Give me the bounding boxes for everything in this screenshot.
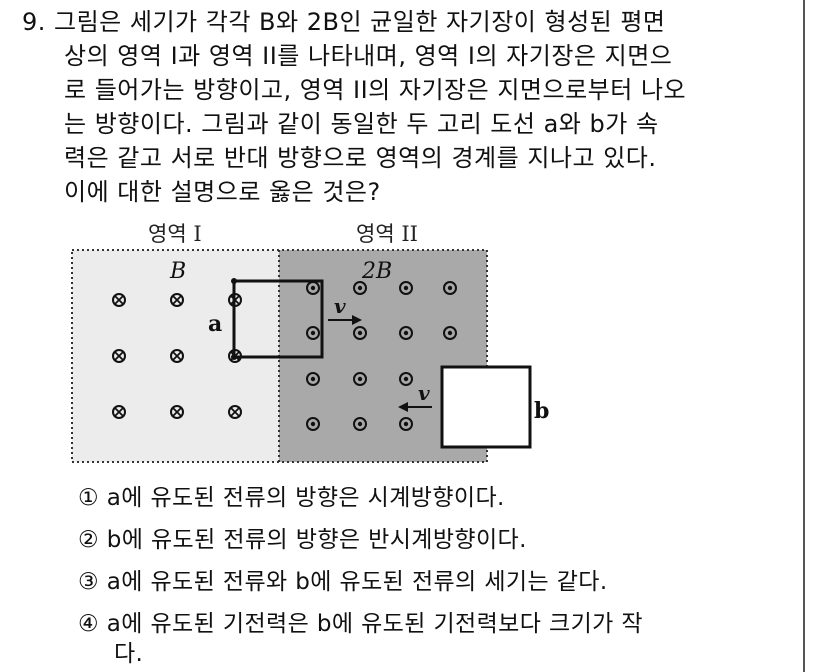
loop-a-label: a <box>208 311 222 337</box>
field-out-of-page-symbol <box>353 326 367 340</box>
velocity-a-arrowhead <box>352 315 362 325</box>
question-line-2: 상의 영역 I과 영역 II를 나타내며, 영역 I의 자기장은 지면으 <box>64 42 673 70</box>
option-1[interactable]: ① a에 유도된 전류의 방향은 시계방향이다. <box>78 485 505 511</box>
loop-a <box>232 279 324 359</box>
field-into-page-symbol <box>112 293 126 307</box>
field-out-of-page-symbol <box>306 417 320 431</box>
option-2[interactable]: ② b에 유도된 전류의 방향은 반시계방향이다. <box>78 527 527 553</box>
field-into-symbols <box>112 293 242 419</box>
velocity-a-label: v <box>334 294 346 318</box>
loop-b <box>440 365 532 449</box>
velocity-b-arrowhead <box>398 402 408 412</box>
field-into-page-symbol <box>170 349 184 363</box>
option-4[interactable]: ④ a에 유도된 기전력은 b에 유도된 기전력보다 크기가 작 <box>78 611 643 637</box>
field-out-of-page-symbol <box>353 281 367 295</box>
option-3[interactable]: ③ a에 유도된 전류와 b에 유도된 전류의 세기는 같다. <box>78 569 608 595</box>
option-4-continuation: 다. <box>114 641 144 667</box>
loop-a-corner-dot <box>231 278 237 284</box>
question-line-3: 로 들어가는 방향이고, 영역 II의 자기장은 지면으로부터 나오 <box>64 76 687 104</box>
field-out-of-page-symbol <box>443 326 457 340</box>
velocity-b-label: v <box>418 381 430 405</box>
field-into-page-symbol <box>112 405 126 419</box>
question-line-1: 9. 그림은 세기가 각각 B와 2B인 균일한 자기장이 형성된 평면 <box>22 8 666 36</box>
page-border-line <box>803 0 805 672</box>
region1-title: 영역 I <box>148 222 202 246</box>
field-out-of-page-symbol <box>399 372 413 386</box>
loop-b-label: b <box>534 398 549 424</box>
field-into-page-symbol <box>112 349 126 363</box>
field-out-of-page-symbol <box>443 281 457 295</box>
field-out-of-page-symbol <box>353 372 367 386</box>
loop-a-corner-dot <box>231 354 237 360</box>
field-into-page-symbol <box>228 405 242 419</box>
field-out-of-page-symbol <box>306 372 320 386</box>
field-out-of-page-symbol <box>353 417 367 431</box>
field-into-page-symbol <box>170 405 184 419</box>
field-out-of-page-symbol <box>399 326 413 340</box>
field-out-of-page-symbol <box>306 326 320 340</box>
field2-label: 2B <box>361 259 392 284</box>
question-line-6: 이에 대한 설명으로 옳은 것은? <box>64 178 381 206</box>
region2-title: 영역 II <box>356 222 418 246</box>
question-line-4: 는 방향이다. 그림과 같이 동일한 두 고리 도선 a와 b가 속 <box>64 110 659 138</box>
field-boundary <box>71 249 488 463</box>
field-out-of-page-symbol <box>399 417 413 431</box>
loop-b-white-part <box>487 367 530 447</box>
field-out-of-page-symbol <box>399 281 413 295</box>
field-into-page-symbol <box>170 293 184 307</box>
field1-label: B <box>169 259 186 284</box>
question-line-5: 력은 같고 서로 반대 방향으로 영역의 경계를 지나고 있다. <box>64 144 657 172</box>
